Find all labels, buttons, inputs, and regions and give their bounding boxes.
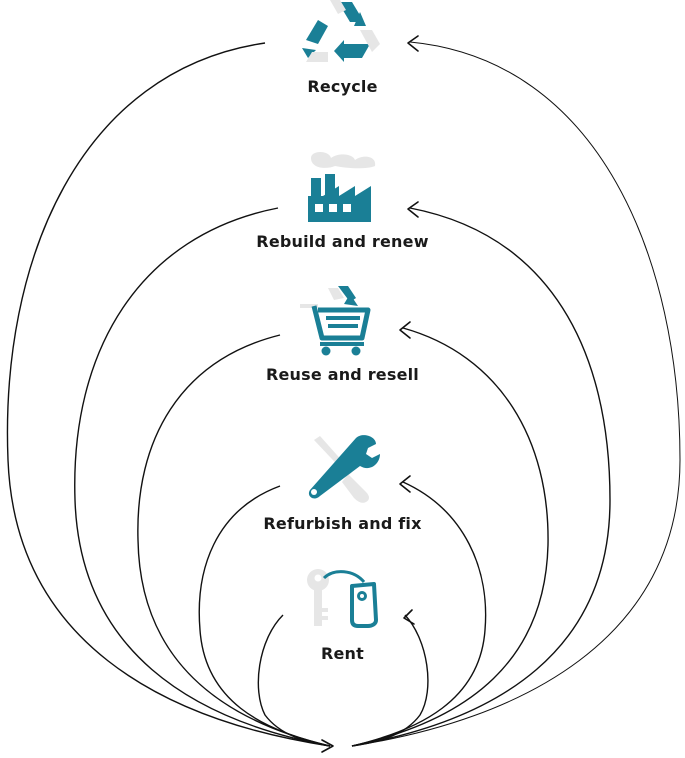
stage-label-rent: Rent — [320, 644, 364, 663]
arrowhead-bottom — [321, 739, 334, 753]
wrench-screwdriver-icon — [308, 435, 380, 503]
stage-label-reuse: Reuse and resell — [265, 365, 419, 384]
arrowhead-refurbish — [399, 475, 411, 493]
stage-label-rebuild: Rebuild and renew — [256, 232, 429, 251]
recycle-icon — [302, 0, 380, 62]
arrowhead-rebuild — [407, 201, 419, 218]
loop-rebuild — [74, 201, 611, 747]
arrowhead-recycle — [407, 35, 419, 52]
loop-reuse — [137, 321, 549, 747]
factory-icon — [308, 152, 376, 222]
loop-recycle — [6, 35, 681, 747]
arrowhead-reuse — [399, 321, 411, 339]
shopping-cart-icon — [300, 286, 371, 356]
arrowhead-rent — [403, 609, 415, 625]
stage-label-recycle: Recycle — [307, 77, 378, 96]
loop-refurbish — [198, 475, 487, 747]
stage-label-refurbish: Refurbish and fix — [263, 514, 422, 533]
key-tag-icon — [307, 569, 378, 628]
loop-rent — [257, 609, 429, 747]
